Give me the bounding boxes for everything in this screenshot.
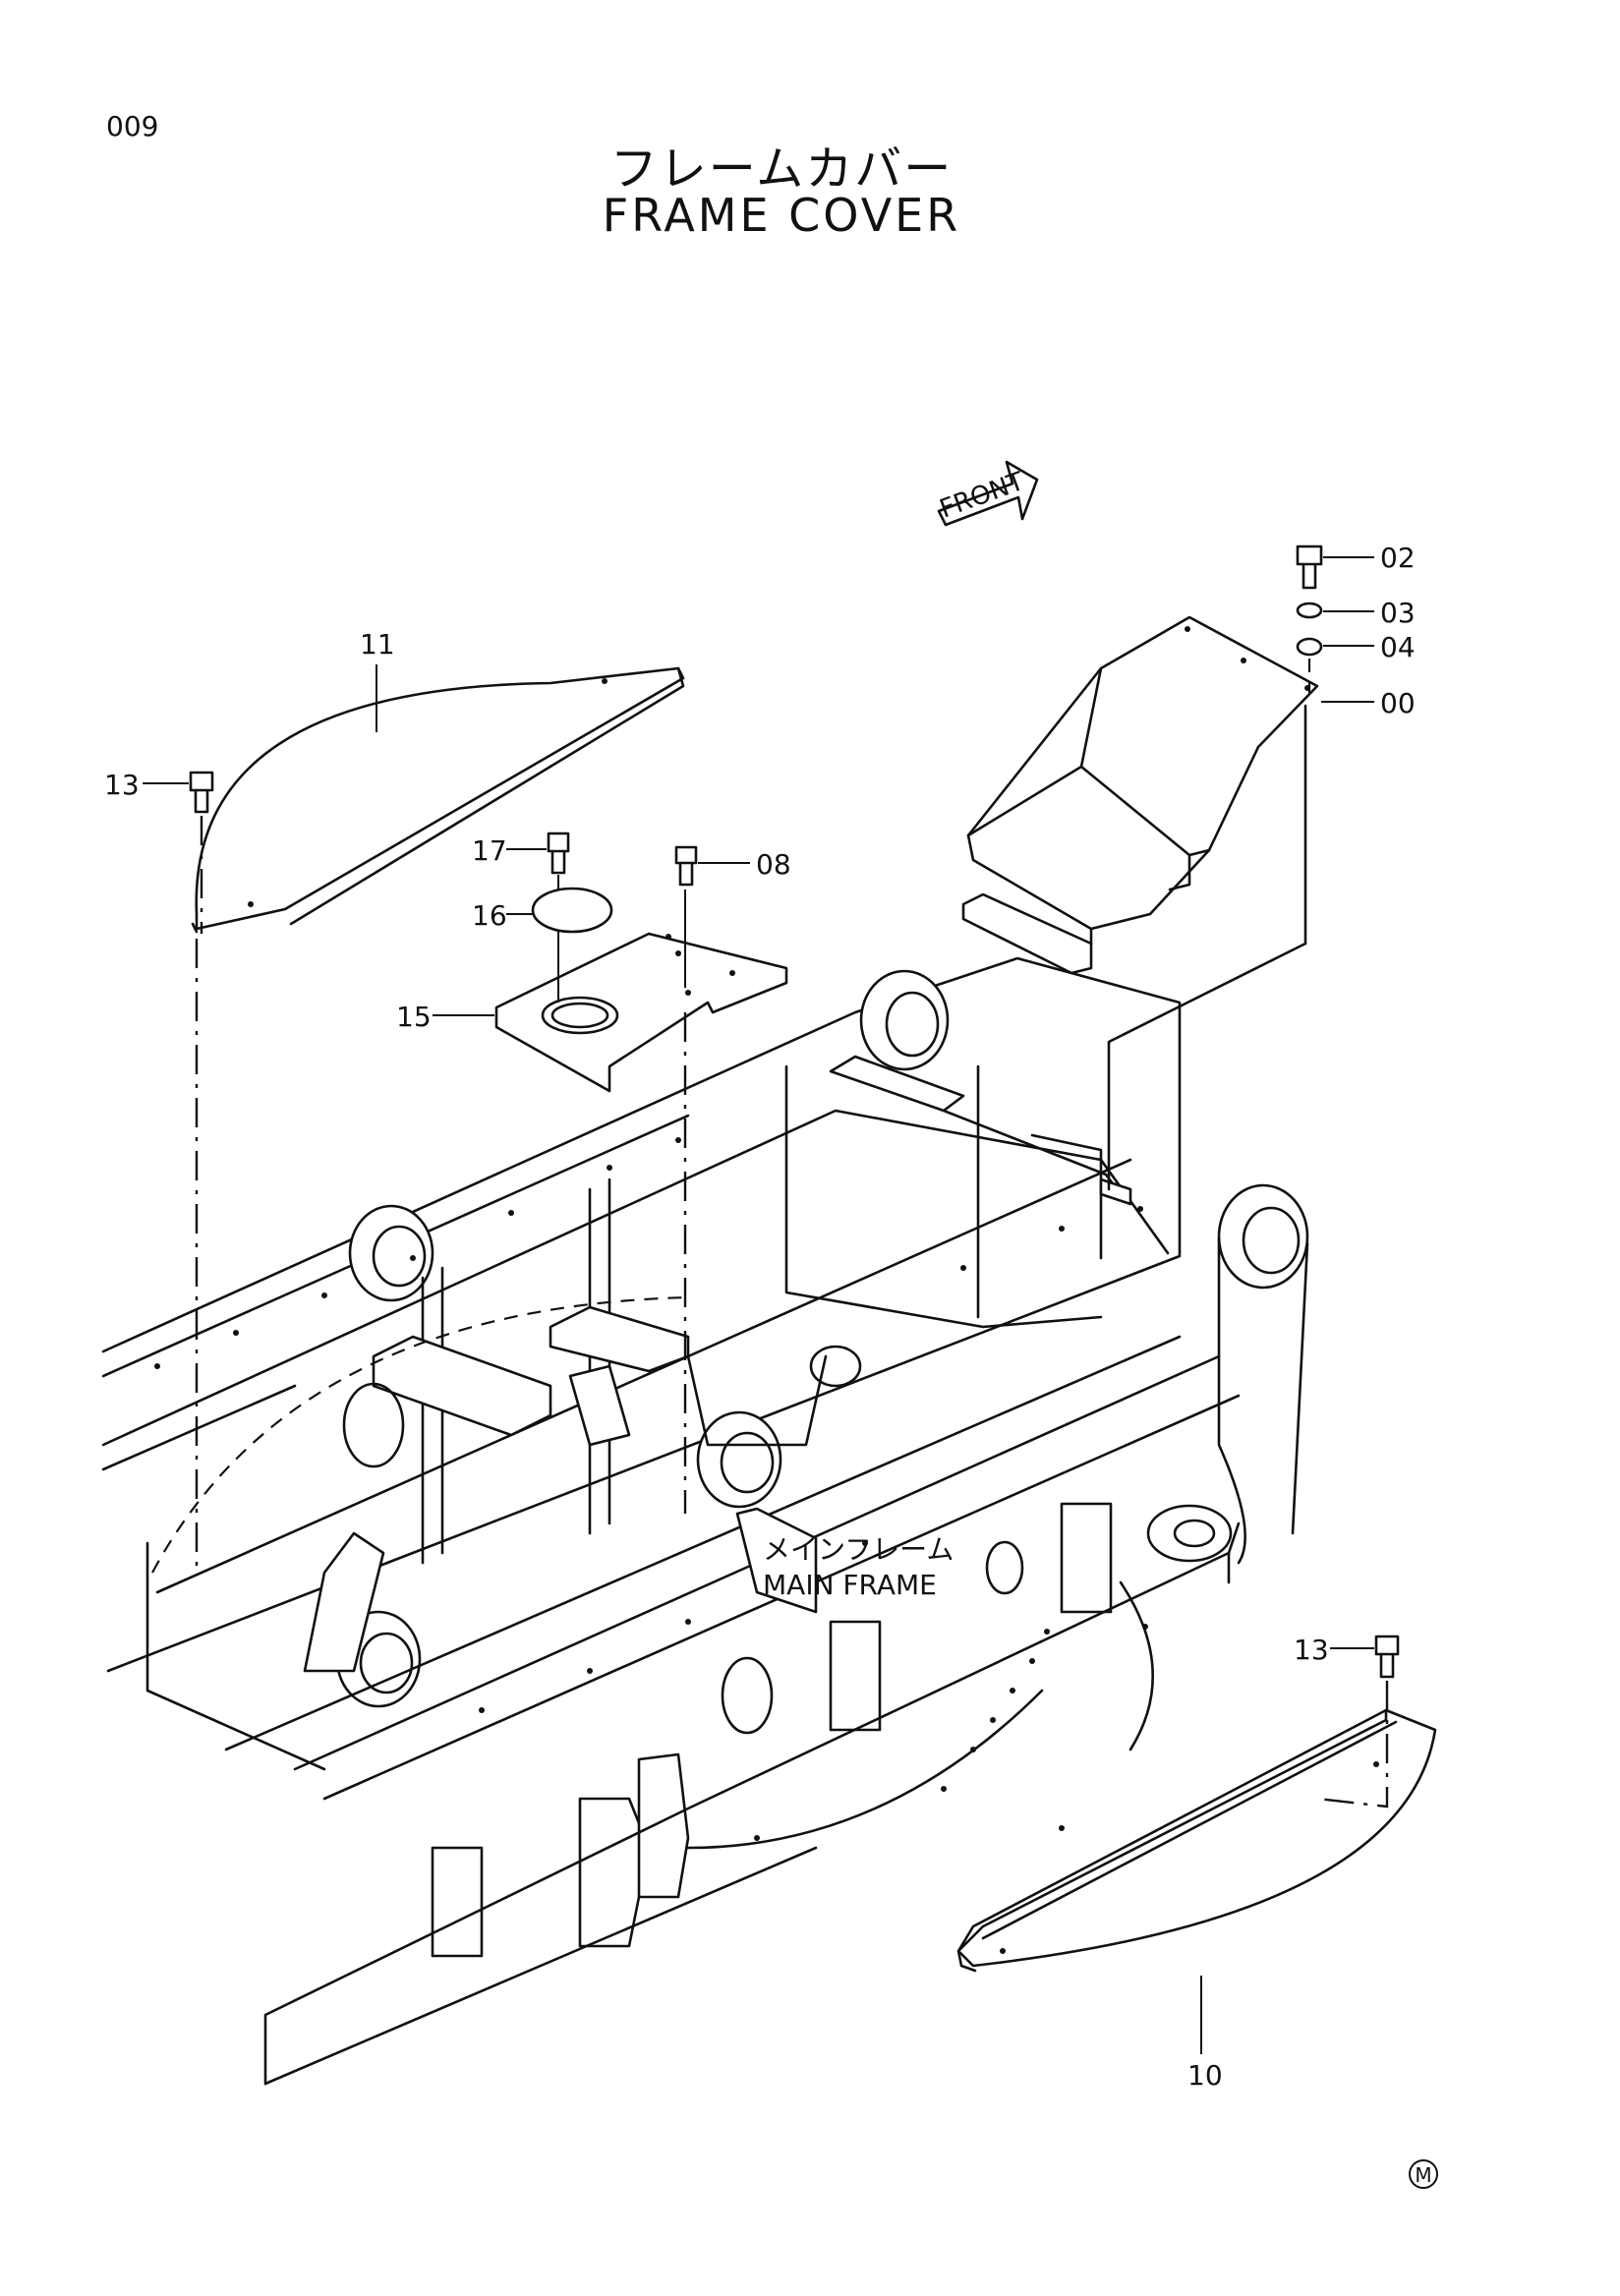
- bolt-13-lower-icon: [1374, 1635, 1400, 1679]
- front-arrow-icon: FRONT: [936, 460, 1039, 527]
- callout-03: 03: [1380, 597, 1416, 629]
- front-arrow-label: FRONT: [936, 467, 1028, 525]
- main-frame-label-japanese: メインフレーム: [763, 1533, 954, 1566]
- main-frame-label: MAIN FRAME: [763, 1569, 937, 1601]
- spring-washer-03-icon: [1296, 602, 1323, 619]
- callout-16: 16: [472, 899, 507, 932]
- main-frame-drawing: [101, 956, 1309, 2086]
- callout-17: 17: [472, 834, 507, 867]
- callout-15: 15: [396, 1001, 432, 1033]
- bolt-13-upper-icon: [189, 771, 214, 814]
- page-title: FRAME COVER: [602, 189, 961, 242]
- callout-08: 08: [756, 848, 791, 881]
- part-00-top-cover: [961, 615, 1319, 1191]
- bolt-08-icon: [674, 845, 698, 887]
- m-mark-icon: M: [1409, 2159, 1438, 2189]
- part-16-cover-disk: [531, 887, 613, 934]
- svg-text:M: M: [1415, 2163, 1431, 2187]
- part-15-cover-plate: [494, 932, 788, 1093]
- callout-13-lower: 13: [1294, 1634, 1329, 1666]
- callout-11: 11: [360, 628, 395, 660]
- page-number: 009: [106, 110, 159, 143]
- bolt-02-icon: [1296, 545, 1323, 590]
- bolt-17-icon: [547, 832, 570, 875]
- callout-00: 00: [1380, 687, 1416, 719]
- callout-13-upper: 13: [104, 769, 140, 801]
- part-11-left-cover: [191, 666, 685, 934]
- washer-04-icon: [1296, 637, 1323, 657]
- page-title-japanese: フレームカバー: [609, 142, 954, 197]
- callout-04: 04: [1380, 631, 1416, 663]
- part-10-right-cover: [956, 1708, 1437, 1973]
- callout-10: 10: [1187, 2059, 1223, 2092]
- callout-02: 02: [1380, 542, 1416, 574]
